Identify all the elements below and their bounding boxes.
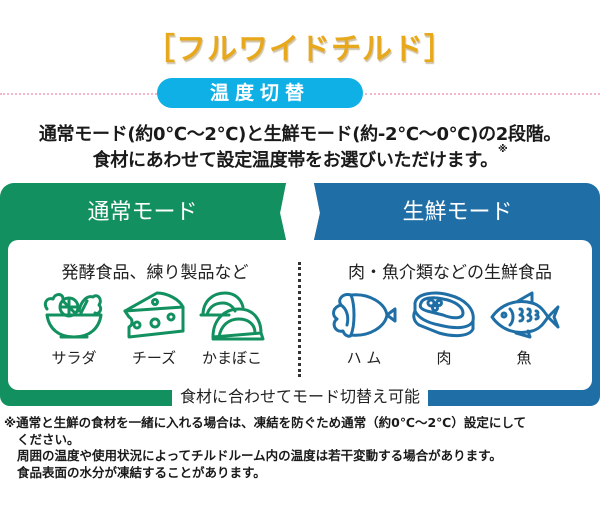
food-label: 肉: [436, 349, 452, 367]
footnote-line: ※通常と生鮮の食材を一緒に入れる場合は、凍結を防ぐため通常（約0℃〜2℃）設定に…: [4, 415, 526, 430]
mode-divider-arrow: [270, 183, 330, 240]
food-item-cheese: チーズ: [114, 289, 194, 368]
food-item-salad: サラダ: [34, 289, 114, 368]
mode-switch-caption: 食材に合わせてモード切替え可能: [172, 384, 428, 410]
decorative-dotted-line-right: [365, 93, 600, 95]
food-item-fish: 魚: [484, 289, 564, 368]
food-label: かまぼこ: [201, 349, 262, 367]
food-label: チーズ: [131, 349, 177, 367]
food-item-kamaboko: かまぼこ: [192, 289, 272, 368]
temperature-switch-badge: 温度切替: [157, 78, 363, 108]
kamaboko-icon: [199, 291, 265, 341]
meat-icon: [412, 291, 475, 338]
footnote-line: ください。: [17, 431, 80, 447]
fresh-mode-label: 生鮮モード: [402, 200, 513, 225]
food-label: サラダ: [51, 349, 97, 367]
lead-text-line2: 食材にあわせて設定温度帯をお選びいただけます。※: [0, 144, 600, 172]
normal-mode-heading: 発酵食品、練り製品など: [61, 263, 249, 283]
page-title: ［フルワイドチルド］: [145, 32, 455, 67]
column-divider: [298, 262, 301, 377]
food-label: 魚: [516, 349, 532, 367]
fresh-mode-heading: 肉・魚介類などの生鮮食品: [348, 263, 552, 283]
lead-text-line1: 通常モード(約0℃〜2℃)と生鮮モード(約-2℃〜0℃)の2段階。: [38, 124, 562, 145]
fish-icon: [490, 291, 560, 339]
footnote-line: 周囲の温度や使用状況によってチルドルーム内の温度は若干変動する場合があります。: [17, 448, 502, 463]
salad-icon: [43, 293, 103, 339]
normal-mode-label: 通常モード: [87, 200, 198, 225]
food-item-meat: 肉: [404, 289, 484, 368]
food-item-ham: ハ ム: [324, 289, 404, 368]
decorative-dotted-line-left: [0, 93, 160, 95]
normal-mode-band: [0, 390, 172, 406]
lead-text-line2-body: 食材にあわせて設定温度帯をお選びいただけます。: [92, 150, 499, 171]
ham-icon: [332, 293, 397, 338]
fresh-mode-band: [428, 390, 600, 406]
footnotes: ※通常と生鮮の食材を一緒に入れる場合は、凍結を防ぐため通常（約0℃〜2℃）設定に…: [4, 415, 600, 481]
footnote-line: 食品表面の水分が凍結することがあります。: [17, 464, 266, 480]
footnote-mark: ※: [497, 144, 508, 155]
food-label: ハ ム: [346, 349, 382, 367]
cheese-icon: [123, 291, 185, 339]
